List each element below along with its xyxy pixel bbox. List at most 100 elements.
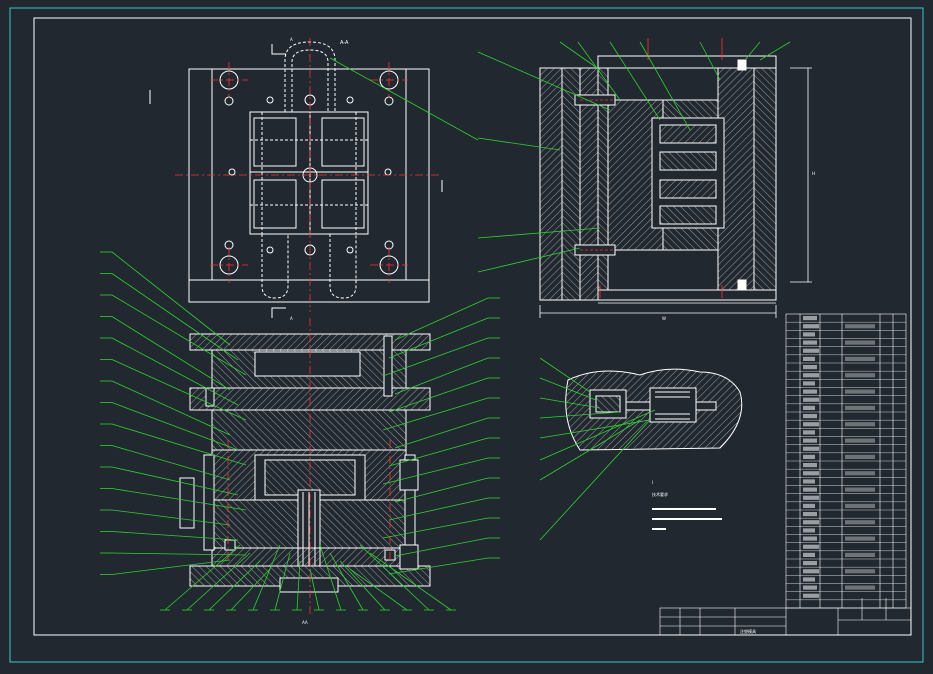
- leader-line-right: [382, 457, 489, 485]
- leader-line-left: [111, 402, 239, 451]
- leader-line-right: [388, 557, 489, 575]
- section-letter-top: A: [290, 37, 293, 42]
- leader-line-right: [394, 297, 489, 341]
- leader-line-detail: [539, 397, 601, 409]
- bom-cell-mark: [803, 471, 819, 476]
- leader-line-left: [111, 509, 231, 526]
- bom-cell-mark: [803, 438, 817, 443]
- leader-line-right: [388, 497, 489, 521]
- bom-cell-mark: [803, 520, 819, 525]
- leader-line-left: [111, 559, 231, 575]
- leader-line-left: [111, 337, 239, 406]
- leader-line-left: [111, 423, 247, 466]
- leader-line-left: [111, 294, 247, 376]
- leader-line-right: [382, 397, 489, 431]
- notes-heading: 技术要求: [652, 491, 668, 497]
- leader-line-bottom: [359, 544, 430, 611]
- bom-cell-mark: [845, 356, 875, 361]
- title-block: [659, 598, 912, 636]
- leader-line-bottom: [252, 544, 281, 611]
- leader-line-right: [382, 517, 489, 539]
- inner-border: [33, 17, 912, 636]
- bom-cell-mark: [803, 569, 819, 574]
- leader-line-left: [111, 359, 247, 421]
- side-dim-height: H: [812, 171, 815, 176]
- bom-cell-mark: [845, 422, 875, 427]
- bom-cell-mark: [803, 585, 817, 590]
- leader-line-side: [759, 41, 791, 61]
- bom-cell-mark: [803, 495, 819, 500]
- bom-cell-mark: [803, 365, 817, 370]
- leader-line-left: [111, 445, 231, 481]
- top-view: [188, 68, 430, 303]
- leader-line-right: [394, 417, 489, 449]
- bom-cell-mark: [803, 430, 815, 435]
- side-section-view: [539, 55, 777, 301]
- leader-line-left: [111, 466, 239, 496]
- bom-cell-mark: [803, 373, 819, 378]
- leader-line-detail: [539, 357, 591, 393]
- bom-cell-mark: [845, 389, 875, 394]
- leader-line-side: [477, 227, 601, 239]
- detail-view: [565, 368, 743, 451]
- leader-line-right: [388, 437, 489, 467]
- title-block-name: 注塑模具: [740, 628, 756, 634]
- bom-cell-mark: [803, 389, 817, 394]
- bom-cell-mark: [803, 463, 817, 468]
- leader-lines: [100, 41, 791, 611]
- bom-cell-mark: [803, 454, 815, 459]
- leader-line-bottom: [164, 544, 241, 611]
- bom-cell-mark: [803, 414, 817, 419]
- bom-cell-mark: [845, 503, 875, 508]
- bom-cell-mark: [845, 405, 875, 410]
- bom-cell-mark: [803, 422, 819, 427]
- bom-cell-mark: [803, 552, 815, 557]
- bom-cell-mark: [845, 438, 875, 443]
- leader-line-right: [388, 377, 489, 413]
- leader-line-right: [394, 477, 489, 503]
- leader-line-detail: [539, 409, 656, 461]
- leader-line-right: [394, 537, 489, 557]
- leader-line-left: [111, 488, 247, 511]
- bom-cell-mark: [845, 569, 875, 574]
- bom-cell-mark: [845, 585, 875, 590]
- leader-line-bottom: [309, 568, 320, 611]
- leader-line-bottom: [296, 560, 301, 611]
- bom-cell-mark: [845, 471, 875, 476]
- bom-cell-mark: [803, 324, 819, 329]
- bom-cell-mark: [803, 487, 817, 492]
- bom-cell-mark: [845, 536, 875, 541]
- tech-notes: 技术要求: [652, 491, 722, 530]
- leader-line-right: [388, 317, 489, 359]
- leader-line-side: [477, 137, 561, 151]
- leader-line-left: [111, 251, 231, 346]
- bom-cell-mark: [803, 544, 819, 549]
- top-view-centerlines: [175, 38, 440, 312]
- bom-cell-mark: [845, 552, 875, 557]
- leader-line-bottom: [369, 552, 452, 611]
- bom-cell-mark: [845, 373, 875, 378]
- bom-cell-mark: [803, 593, 819, 598]
- section-marks: [149, 44, 443, 318]
- detail-label: I: [652, 480, 653, 485]
- bom-cell-mark: [845, 454, 875, 459]
- leader-line-right: [394, 357, 489, 395]
- leader-line-bottom: [186, 552, 251, 611]
- leader-line-detail: [539, 419, 651, 541]
- leader-line-side: [609, 41, 661, 121]
- leader-line-right: [382, 337, 489, 377]
- leader-line-side: [744, 41, 761, 61]
- bom-cell-mark: [803, 503, 815, 508]
- leader-line-detail: [539, 377, 597, 401]
- leader-line-bottom: [230, 568, 271, 611]
- bom-cell-mark: [803, 340, 817, 345]
- bom-cell-mark: [803, 348, 819, 353]
- leader-line-bottom: [319, 544, 342, 611]
- bom-cell-mark: [845, 324, 875, 329]
- bom-cell-mark: [845, 487, 875, 492]
- leader-line-side: [559, 41, 601, 71]
- outer-border: [9, 7, 924, 663]
- bom-cell-mark: [803, 332, 815, 337]
- leader-line-left: [111, 552, 247, 556]
